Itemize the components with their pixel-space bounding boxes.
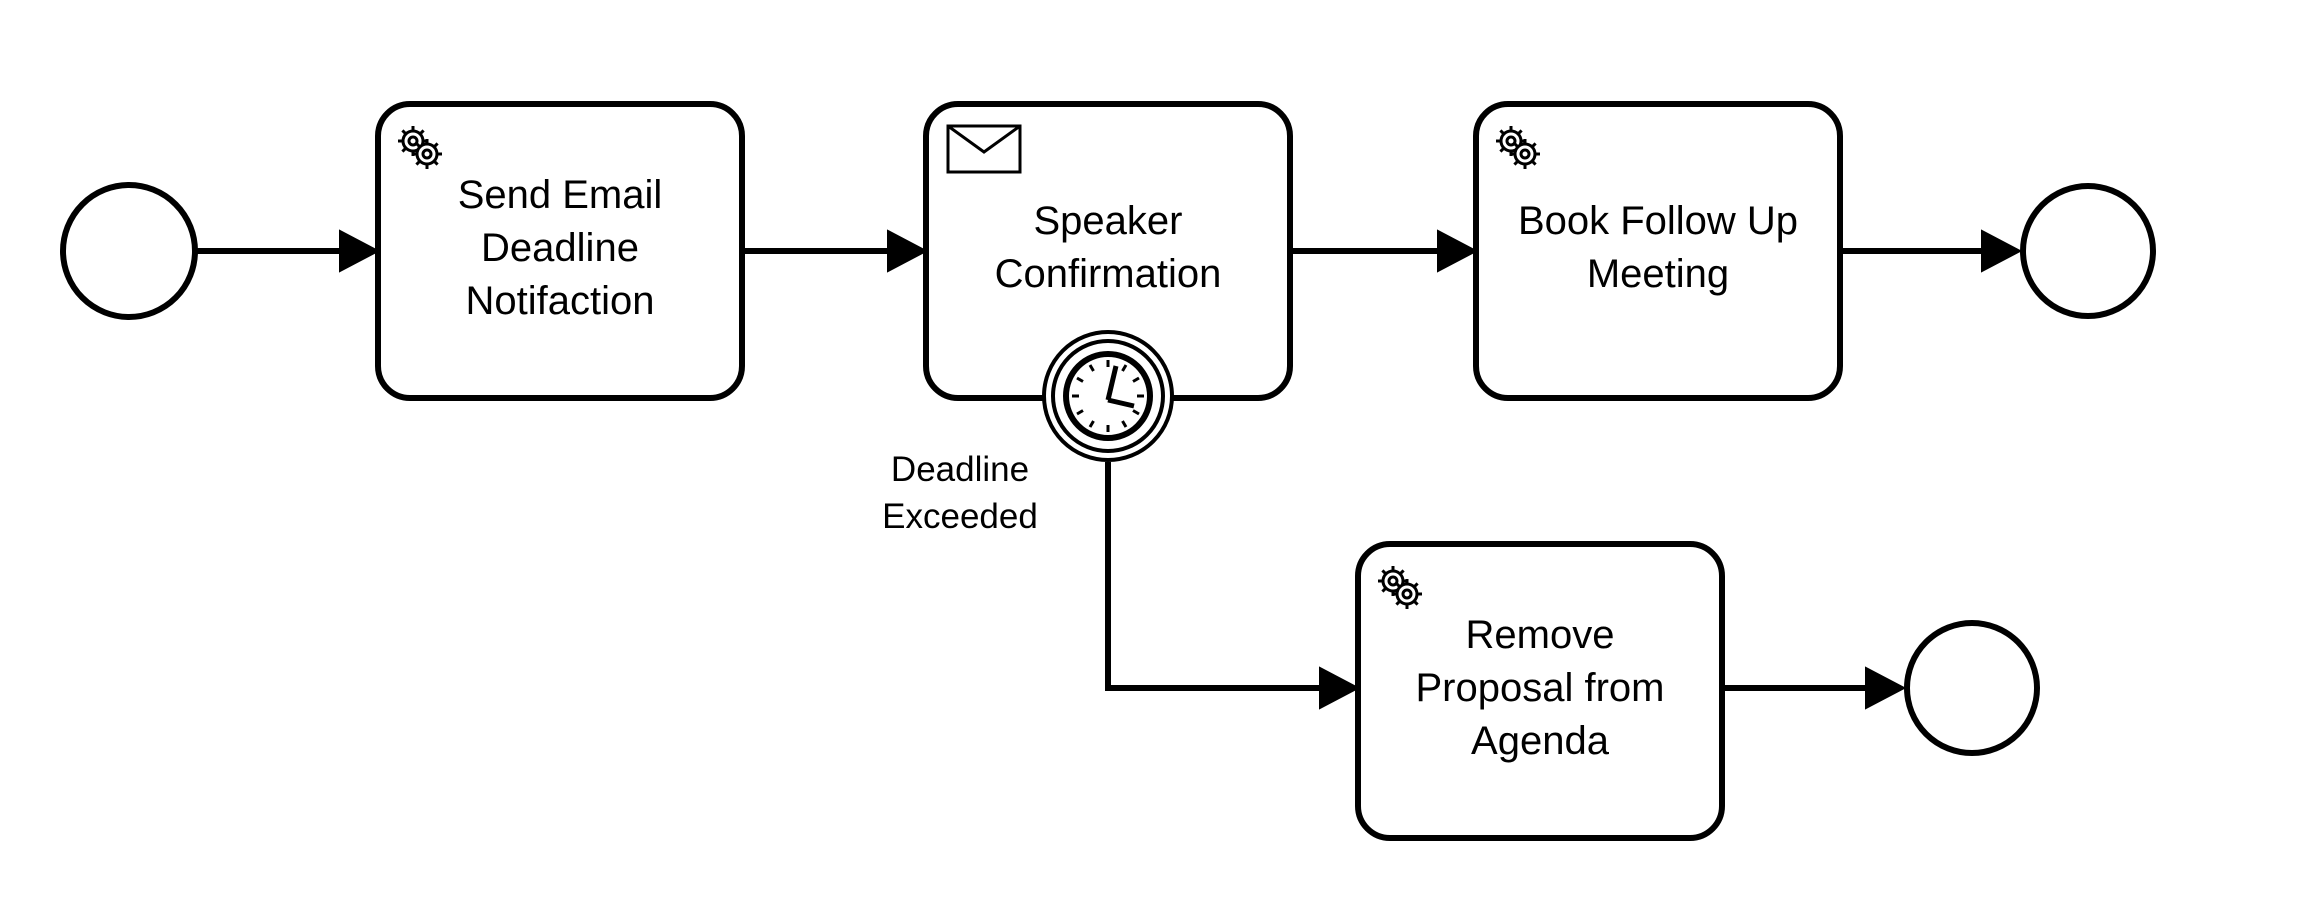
book-follow-up-task[interactable] <box>1473 101 1843 401</box>
end-event[interactable] <box>2020 183 2156 319</box>
sequence-flow-timer-to-remove-proposal[interactable] <box>1105 462 1361 710</box>
remove-proposal-task-label: Remove Proposal from Agenda <box>1415 613 1665 763</box>
end-event[interactable] <box>1904 620 2040 756</box>
sequence-flow-send-email-to-speaker-confirmation[interactable] <box>744 229 929 273</box>
remove-proposal-task[interactable] <box>1355 541 1725 841</box>
start-event[interactable] <box>60 182 198 320</box>
timer-boundary-event-label: Deadline Exceeded <box>882 450 1038 536</box>
send-email-task[interactable] <box>375 101 745 401</box>
sequence-flow-speaker-confirmation-to-book-follow-up[interactable] <box>1292 229 1479 273</box>
sequence-flow-start-to-send-email[interactable] <box>196 229 381 273</box>
sequence-flow-book-follow-up-to-end[interactable] <box>1842 229 2023 273</box>
envelope-icon <box>946 124 1022 174</box>
sequence-flow-remove-proposal-to-end[interactable] <box>1722 666 1907 710</box>
speaker-confirmation-task-label: Speaker Confirmation <box>994 199 1222 296</box>
book-follow-up-task-label: Book Follow Up Meeting <box>1517 199 1799 296</box>
send-email-task-label: Send Email Deadline Notifaction <box>457 173 663 323</box>
clock-icon <box>1063 351 1153 441</box>
